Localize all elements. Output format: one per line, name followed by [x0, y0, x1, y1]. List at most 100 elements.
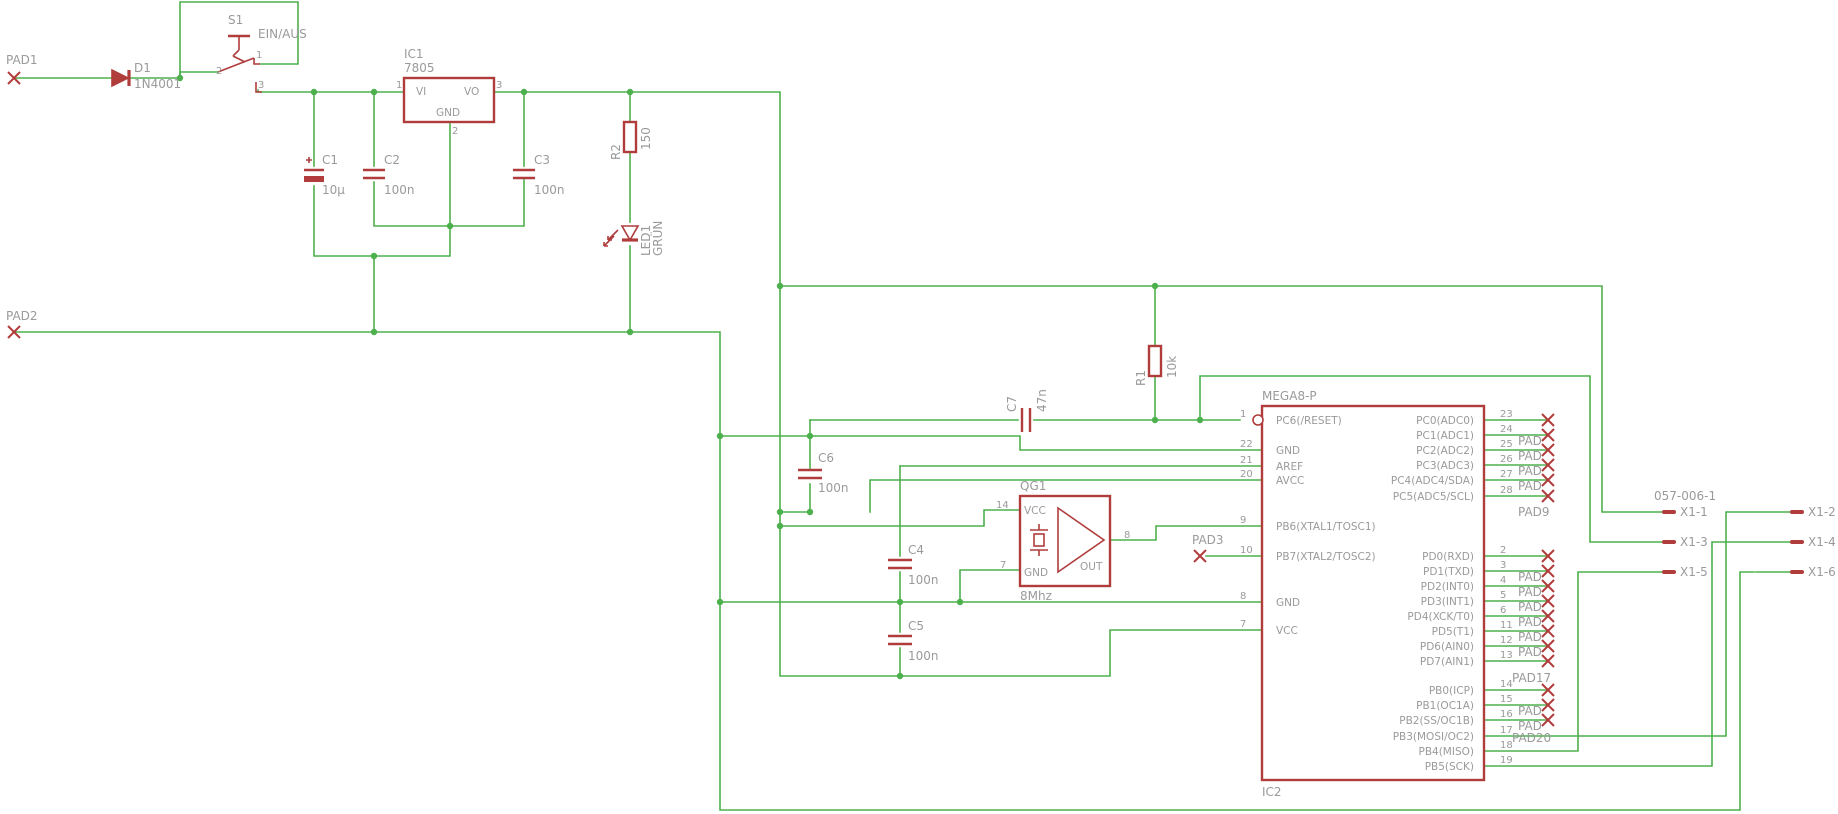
ic1-vi-label: VI — [416, 86, 426, 98]
c6-name: C6 — [818, 451, 834, 465]
ic2-pin-number: 15 — [1500, 694, 1513, 705]
connector-pin-label: X1-6 — [1808, 565, 1836, 579]
c4-name: C4 — [908, 543, 924, 557]
pad-x-marker — [1541, 458, 1555, 472]
c3-name: C3 — [534, 153, 550, 167]
pad-label: PAD — [1518, 570, 1542, 584]
pad-label: PAD — [1518, 464, 1542, 478]
qg1-pin8-number: 8 — [1124, 530, 1130, 541]
c3-value: 100n — [534, 183, 565, 197]
ic2-pin-number: 8 — [1240, 591, 1246, 602]
ic2-pin-label: PD5(T1) — [1432, 626, 1474, 638]
qg1-out-label: OUT — [1080, 561, 1103, 573]
ic2-pin-label: PC2(ADC2) — [1416, 445, 1474, 457]
pad-x-marker — [1541, 549, 1555, 563]
ic2-pin-number: 19 — [1500, 755, 1513, 766]
ic2-pin-label: PD6(AIN0) — [1420, 641, 1474, 653]
resistor-r2: R2 150 — [609, 120, 653, 160]
c6-value: 100n — [818, 481, 849, 495]
ic2-pin-number: 24 — [1500, 424, 1513, 435]
capacitor-c6: C6 100n — [798, 451, 849, 495]
ic2-pin-label: PD2(INT0) — [1421, 581, 1474, 593]
ic2-right-pins: PC0(ADC0)23PC1(ADC1)24PC2(ADC2)25PC3(ADC… — [1391, 409, 1513, 773]
pad17-label: PAD17 — [1512, 671, 1551, 685]
s1-pin1-number: 1 — [256, 50, 262, 61]
ic2-name: MEGA8-P — [1262, 389, 1317, 403]
junctions — [176, 74, 1204, 680]
s1-pin3-number: 3 — [258, 80, 264, 91]
connector-pin-label: X1-2 — [1808, 505, 1836, 519]
pad-x-marker — [1541, 473, 1555, 487]
ic2-pin-number: 2 — [1500, 545, 1506, 556]
ic2-ref: IC2 — [1262, 785, 1282, 799]
microcontroller-ic2: MEGA8-P IC2 PC6(/RESET)1GND22AREF21AVCC2… — [1240, 389, 1513, 799]
ic2-pin-label: PB3(MOSI/OC2) — [1393, 731, 1474, 743]
pad-label: PAD — [1518, 645, 1542, 659]
ic1-vo-label: VO — [464, 86, 479, 98]
c5-value: 100n — [908, 649, 939, 663]
ic2-pin-label: PB7(XTAL2/TOSC2) — [1276, 551, 1376, 563]
pad20-label: PAD20 — [1512, 731, 1551, 745]
qg1-pin7-number: 7 — [1000, 560, 1006, 571]
pad-x-marker — [1541, 639, 1555, 653]
ic2-pin-label: PB2(SS/OC1B) — [1399, 715, 1474, 727]
c5-name: C5 — [908, 619, 924, 633]
pad-label: PAD — [1518, 449, 1542, 463]
ic2-pin-number: 23 — [1500, 409, 1513, 420]
d1-value: 1N4001 — [134, 77, 181, 91]
pad-label: PAD — [1518, 615, 1542, 629]
ic2-pin-label: PD0(RXD) — [1422, 551, 1474, 563]
ic2-pin-number: 4 — [1500, 575, 1506, 586]
pad-x-marker — [1541, 624, 1555, 638]
pad2: PAD2 — [6, 309, 38, 339]
ic2-pin-label: VCC — [1276, 625, 1298, 637]
c4-value: 100n — [908, 573, 939, 587]
ic2-pin-number: 22 — [1240, 439, 1253, 450]
r2-name: R2 — [609, 144, 623, 160]
ic2-pin-number: 18 — [1500, 740, 1513, 751]
capacitor-c4: C4 100n — [888, 543, 939, 587]
ic2-pin-number: 25 — [1500, 439, 1513, 450]
capacitor-c1: C1 10µ — [304, 153, 345, 197]
ic2-pin-number: 20 — [1240, 469, 1253, 480]
capacitor-c3: C3 100n — [513, 153, 565, 197]
x1-pins: X1-1X1-3X1-5X1-2X1-4X1-6 — [1662, 505, 1836, 579]
pad-x-marker — [1541, 683, 1555, 697]
ic2-pin-label: GND — [1276, 597, 1300, 609]
regulator-ic1: IC1 7805 VI VO GND 1 2 3 — [396, 47, 502, 137]
qg1-vcc-label: VCC — [1024, 505, 1046, 517]
pad-label: PAD — [1518, 719, 1542, 733]
c1-name: C1 — [322, 153, 338, 167]
connector-pin-label: X1-1 — [1680, 505, 1708, 519]
pad1-label: PAD1 — [6, 53, 38, 67]
pad-x-marker — [1541, 579, 1555, 593]
ic1-pin3-number: 3 — [496, 80, 502, 91]
r1-value: 10k — [1165, 356, 1179, 378]
led1-value: GRÜN — [649, 221, 665, 256]
pad-label: PAD — [1518, 434, 1542, 448]
qg1-name: QG1 — [1020, 479, 1046, 493]
capacitor-c2: C2 100n — [363, 153, 415, 197]
pad-x-marker — [1541, 609, 1555, 623]
pad3: PAD3 — [1192, 533, 1224, 563]
ic2-pin-number: 5 — [1500, 590, 1506, 601]
r2-value: 150 — [639, 127, 653, 150]
ic2-pin-label: PB5(SCK) — [1425, 761, 1474, 773]
wires — [13, 1, 1793, 811]
connector-pin-label: X1-3 — [1680, 535, 1708, 549]
ic2-pin-number: 7 — [1240, 619, 1246, 630]
c2-value: 100n — [384, 183, 415, 197]
pad-x-marker — [1541, 594, 1555, 608]
ic2-pin-label: PC6(/RESET) — [1276, 415, 1342, 427]
pad-x-marker — [1541, 654, 1555, 668]
connector-pin-label: X1-5 — [1680, 565, 1708, 579]
pad-x-marker — [1541, 443, 1555, 457]
ic2-pin-label: AVCC — [1276, 475, 1304, 487]
pad1: PAD1 — [6, 53, 38, 85]
c7-name: C7 — [1005, 396, 1019, 412]
ic2-pin-label: PD7(AIN1) — [1420, 656, 1474, 668]
ic2-pin-label: GND — [1276, 445, 1300, 457]
ic2-pin-label: PB6(XTAL1/TOSC1) — [1276, 521, 1376, 533]
